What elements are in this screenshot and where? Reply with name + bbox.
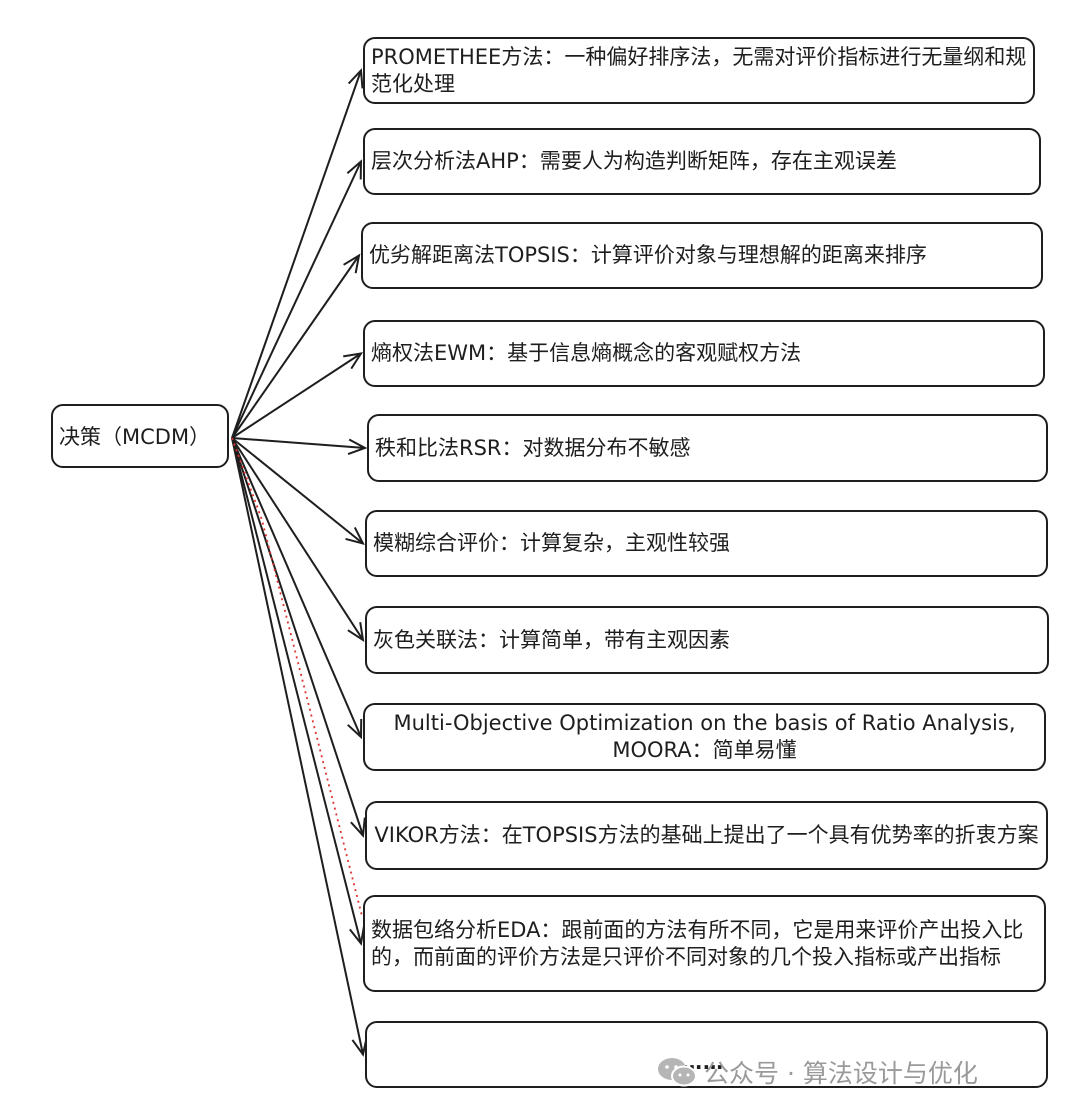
- branch-arrow-6: [231, 437, 364, 545]
- branch-arrow-2: [231, 161, 362, 439]
- arrowhead-9: [350, 817, 366, 838]
- arrowhead-1: [347, 68, 364, 89]
- branch-node-3: 优劣解距离法TOPSIS：计算评价对象与理想解的距离来排序: [361, 222, 1043, 289]
- branch-node-11: [365, 1021, 1048, 1088]
- wechat-icon: [656, 1056, 698, 1088]
- branch-node-9: VIKOR方法：在TOPSIS方法的基础上提出了一个具有优势率的折衷方案: [365, 801, 1048, 870]
- branch-node-1: PROMETHEE方法：一种偏好排序法，无需对评价指标进行无量纲和规范化处理: [363, 37, 1035, 104]
- branch-label: VIKOR方法：在TOPSIS方法的基础上提出了一个具有优势率的折衷方案: [374, 823, 1039, 847]
- arrowhead-6: [345, 527, 365, 546]
- branch-label: Multi-Objective Optimization on the basi…: [393, 711, 1016, 762]
- watermark-text: 公众号 · 算法设计与优化: [704, 1059, 978, 1088]
- branch-arrow-8: [231, 437, 362, 738]
- branch-node-5: 秩和比法RSR：对数据分布不敏感: [367, 414, 1048, 482]
- root-label: 决策（MCDM）: [59, 425, 211, 449]
- branch-arrow-11: [231, 437, 364, 1055]
- branch-arrow-5: [231, 437, 366, 449]
- branch-arrow-10: [231, 437, 362, 944]
- branch-arrow-9: [231, 437, 364, 836]
- branch-arrow-3: [231, 254, 360, 439]
- branch-label: 模糊综合评价：计算复杂，主观性较强: [373, 531, 730, 555]
- branch-label: 数据包络分析EDA：跟前面的方法有所不同，它是用来评价产出投入比的，而前面的评价…: [371, 917, 1024, 969]
- branch-arrows: [231, 68, 368, 1057]
- branch-arrow-4: [231, 352, 362, 439]
- branch-node-10: 数据包络分析EDA：跟前面的方法有所不同，它是用来评价产出投入比的，而前面的评价…: [363, 895, 1046, 992]
- arrowhead-8: [347, 718, 363, 740]
- branch-label: PROMETHEE方法：一种偏好排序法，无需对评价指标进行无量纲和规范化处理: [371, 44, 1027, 96]
- branch-node-6: 模糊综合评价：计算复杂，主观性较强: [365, 510, 1048, 577]
- branch-arrow-7: [231, 437, 364, 641]
- branch-label: 熵权法EWM：基于信息熵概念的客观赋权方法: [371, 341, 802, 365]
- branch-label: 层次分析法AHP：需要人为构造判断矩阵，存在主观误差: [371, 149, 897, 173]
- arrowhead-2: [346, 159, 363, 180]
- watermark: 公众号 · 算法设计与优化: [656, 1054, 978, 1090]
- branch-node-8: Multi-Objective Optimization on the basi…: [363, 703, 1046, 771]
- branch-label: 优劣解距离法TOPSIS：计算评价对象与理想解的距离来排序: [369, 243, 927, 267]
- arrowhead-3: [343, 253, 361, 274]
- arrowhead-4: [343, 352, 364, 370]
- branch-node-2: 层次分析法AHP：需要人为构造判断矩阵，存在主观误差: [363, 128, 1041, 195]
- branch-label: 灰色关联法：计算简单，带有主观因素: [373, 627, 730, 652]
- branch-arrow-1: [231, 70, 362, 439]
- dotted-link: [231, 437, 363, 917]
- root-node: 决策（MCDM）: [51, 404, 229, 468]
- arrowhead-5: [347, 438, 368, 456]
- branch-node-4: 熵权法EWM：基于信息熵概念的客观赋权方法: [363, 320, 1045, 387]
- branch-label: 秩和比法RSR：对数据分布不敏感: [375, 435, 691, 460]
- arrowhead-7: [347, 622, 365, 643]
- branch-node-7: 灰色关联法：计算简单，带有主观因素: [365, 606, 1049, 674]
